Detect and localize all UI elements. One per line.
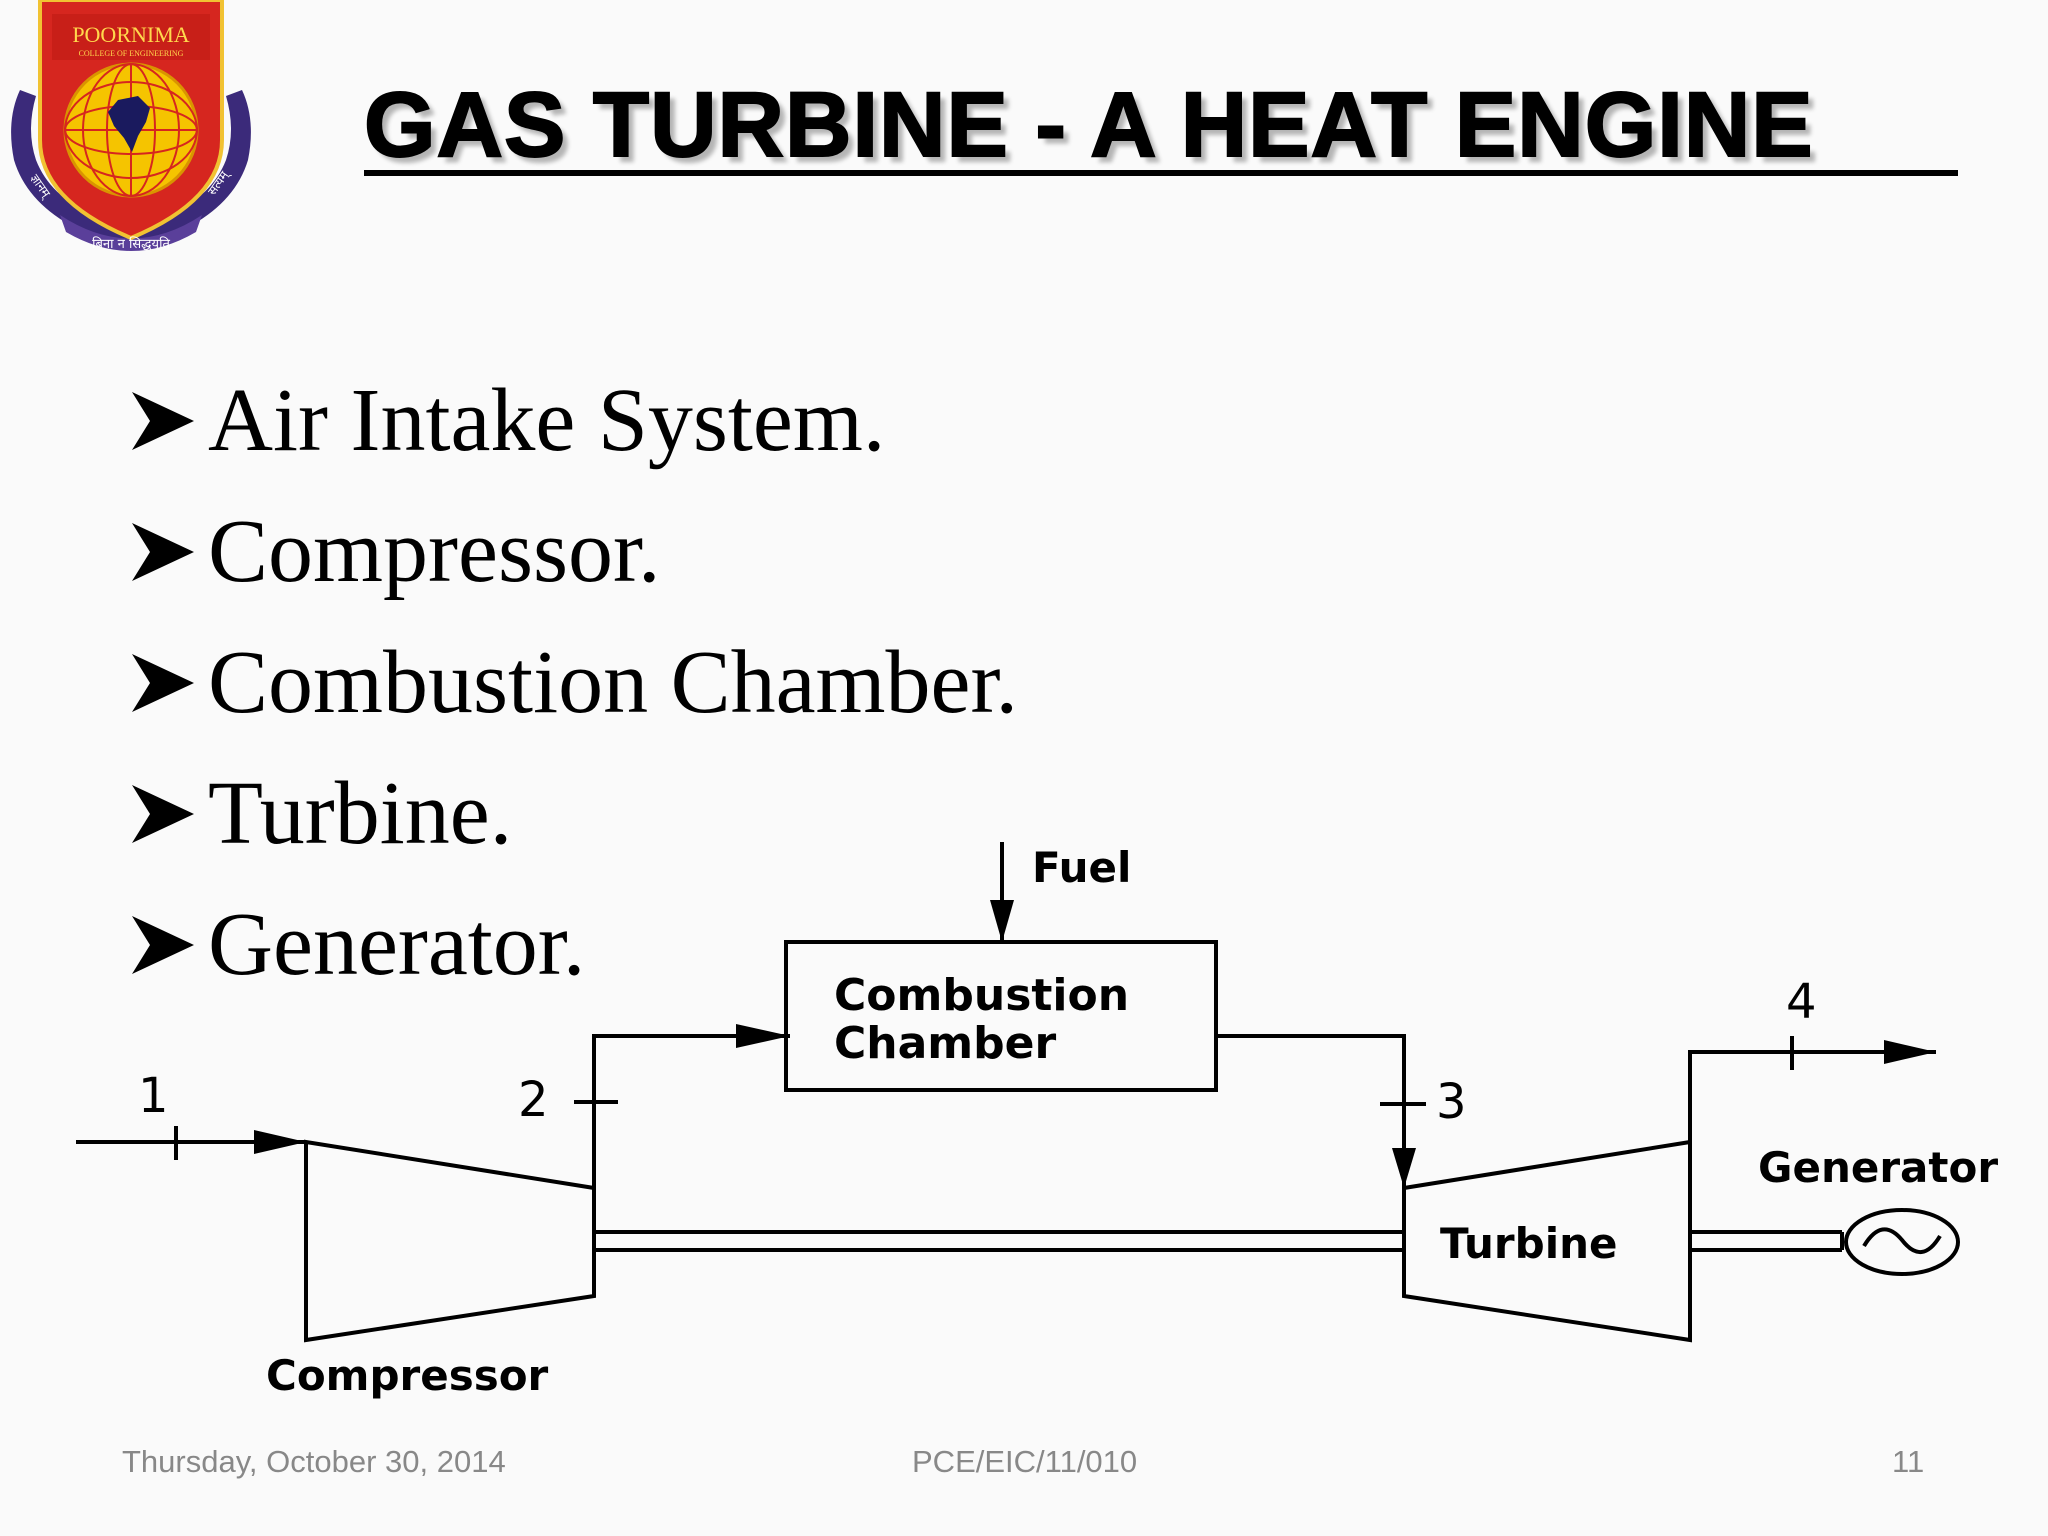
arrowhead-bullet-icon — [132, 653, 194, 712]
logo-text-top: POORNIMA — [72, 22, 189, 47]
state-1-label: 1 — [138, 1068, 169, 1124]
list-item: Combustion Chamber. — [128, 617, 1018, 748]
generator-label: Generator — [1758, 1143, 1998, 1192]
list-item-text: Generator. — [208, 895, 586, 994]
arrowhead-bullet-icon — [132, 784, 194, 843]
list-item-text: Compressor. — [208, 502, 661, 601]
college-logo: POORNIMA COLLEGE OF ENGINEERING ज्ञानम् … — [11, 0, 251, 252]
turbine-inlet-arrowhead-icon — [1392, 1148, 1416, 1188]
list-item: Generator. — [128, 879, 1018, 1010]
generator-symbol — [1844, 1208, 1960, 1276]
arrowhead-bullet-icon — [132, 391, 194, 450]
footer-date: Thursday, October 30, 2014 — [122, 1444, 506, 1479]
arrowhead-bullet-icon — [132, 522, 194, 581]
list-item: Compressor. — [128, 486, 1018, 617]
arrowhead-bullet-icon — [132, 915, 194, 974]
state-4-label: 4 — [1786, 974, 1817, 1030]
chamber-to-turbine-line — [1216, 1034, 1406, 1188]
title-block: GAS TURBINE - A HEAT ENGINE — [363, 70, 1964, 180]
title-underline — [364, 170, 1958, 176]
list-item-text: Turbine. — [208, 764, 513, 863]
list-item-text: Air Intake System. — [208, 371, 886, 470]
logo-text-sub: COLLEGE OF ENGINEERING — [79, 49, 184, 58]
chamber-inlet-arrowhead-icon — [736, 1024, 790, 1048]
inlet-arrowhead-icon — [254, 1130, 306, 1154]
compressor-shape — [304, 1139, 596, 1343]
exhaust-arrowhead-icon — [1884, 1040, 1936, 1064]
logo-motto: बिना न सिद्धयति — [92, 236, 170, 252]
turbine-label: Turbine — [1440, 1219, 1618, 1268]
compressor-label: Compressor — [266, 1351, 549, 1400]
list-item-text: Combustion Chamber. — [208, 633, 1018, 732]
footer-page-number: 11 — [1892, 1444, 1925, 1479]
state-3-label: 3 — [1436, 1074, 1467, 1130]
turbine-shape — [1402, 1139, 1692, 1343]
slide-title: GAS TURBINE - A HEAT ENGINE — [363, 73, 1814, 177]
compressor-to-chamber-line — [592, 1034, 790, 1188]
exhaust-line — [1688, 1050, 1936, 1142]
list-item: Air Intake System. — [128, 355, 1018, 486]
chamber-label-line2: Chamber — [834, 1018, 1056, 1069]
ac-sine-icon — [1862, 1227, 1942, 1254]
state-2-label: 2 — [518, 1072, 549, 1128]
component-list: Air Intake System. Compressor. Combustio… — [128, 355, 1018, 1010]
fuel-label: Fuel — [1032, 843, 1131, 892]
footer-code: PCE/EIC/11/010 — [912, 1444, 1138, 1479]
list-item: Turbine. — [128, 748, 1018, 879]
